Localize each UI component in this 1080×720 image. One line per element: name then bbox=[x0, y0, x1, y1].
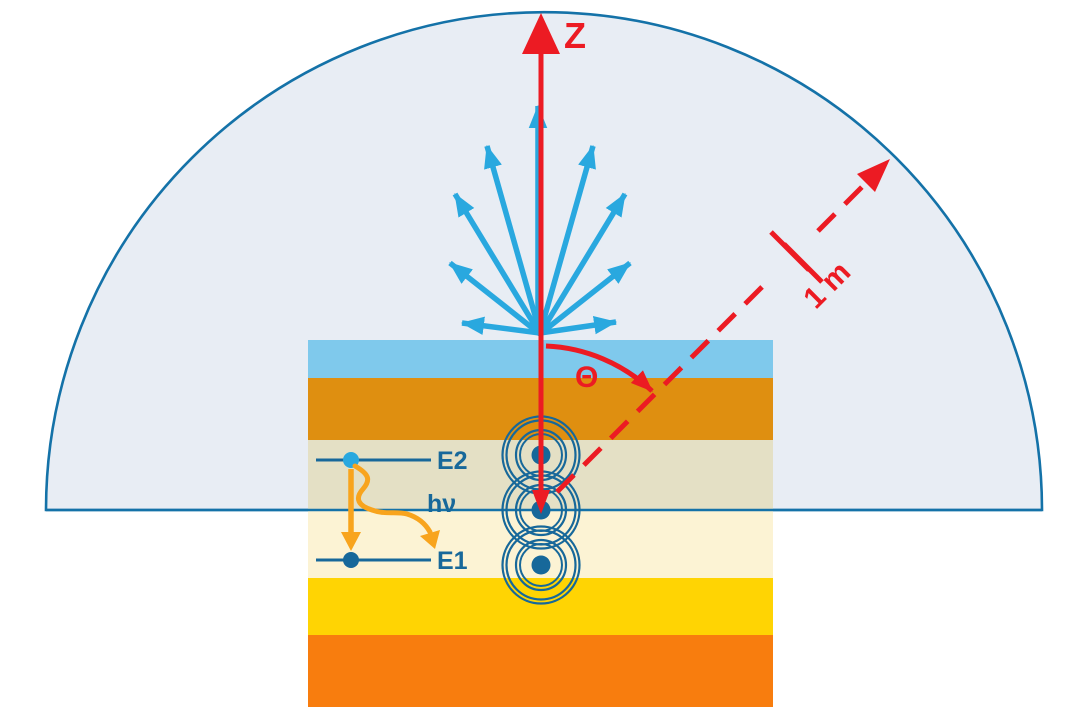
photon-label: hν bbox=[427, 490, 456, 518]
photon-arrowhead bbox=[420, 530, 440, 549]
theta-angle: Θ bbox=[545, 343, 654, 394]
dashed-line-upper bbox=[816, 175, 874, 233]
atom-nucleus bbox=[531, 555, 551, 575]
ground-electron bbox=[343, 552, 359, 568]
z-axis-arrowhead bbox=[522, 13, 560, 54]
photon-wavy-arrow bbox=[352, 463, 433, 535]
theta-label: Θ bbox=[575, 361, 598, 394]
emission-arrow bbox=[460, 316, 541, 336]
layer-orange bbox=[308, 635, 773, 707]
emission-arrow bbox=[484, 144, 543, 334]
z-axis-label: Z bbox=[564, 15, 586, 56]
energy-level-diagram: E2 E1 hν bbox=[316, 447, 468, 575]
emission-arrow bbox=[448, 260, 542, 337]
emission-arrow bbox=[452, 192, 543, 336]
e2-label: E2 bbox=[437, 447, 468, 475]
layer-yellow bbox=[308, 578, 773, 635]
emission-pattern bbox=[448, 104, 632, 337]
decay-arrowhead bbox=[341, 532, 361, 551]
emission-arrow bbox=[538, 260, 632, 337]
hemisphere-dome bbox=[44, 10, 1044, 512]
e1-label: E1 bbox=[437, 547, 468, 575]
theta-arc bbox=[545, 343, 654, 393]
emission-arrow bbox=[539, 315, 618, 336]
break-mark bbox=[782, 242, 824, 284]
dashed-line-lower bbox=[555, 276, 773, 494]
atom bbox=[501, 525, 581, 605]
z-axis: Z bbox=[522, 13, 586, 514]
source-arrowhead bbox=[532, 490, 550, 514]
emission-arrow bbox=[537, 192, 628, 336]
emission-arrow bbox=[537, 144, 596, 334]
observation-arrowhead bbox=[857, 159, 890, 192]
